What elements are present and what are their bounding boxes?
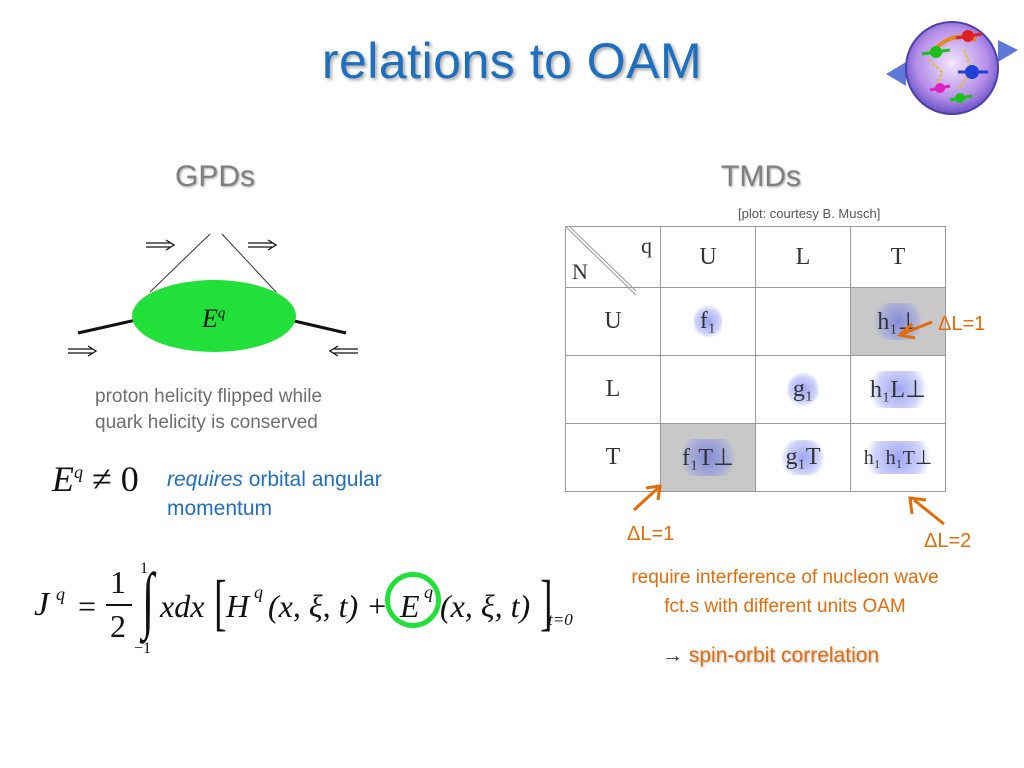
tmd-cell-empty: [755, 287, 851, 356]
highlight-circle: [385, 572, 441, 628]
tmd-h1-h1T-perp: h₁ h₁T⊥: [857, 441, 939, 474]
tmd-g1: g₁: [786, 372, 820, 407]
tmd-g1T: g₁T: [779, 440, 827, 475]
arrow-icon: →: [662, 644, 683, 667]
spin-orbit-line: → spin-orbit correlation: [662, 644, 879, 668]
table-row: T f₁T⊥ g₁T h₁ h₁T⊥: [565, 423, 946, 492]
tmd-cell: h₁ h₁T⊥: [850, 423, 946, 492]
delta-l-1-left: ΔL=1: [627, 523, 675, 545]
tmd-h1L-perp: h₁L⊥: [864, 371, 932, 408]
requires-text: requires orbital angular momentum: [167, 468, 382, 520]
spin-orbit-text: spin-orbit correlation: [688, 644, 880, 667]
orange-arrows: [632, 320, 945, 526]
row-label-U: U: [565, 287, 661, 356]
table-header-row: q N U L T: [565, 226, 946, 295]
tmd-f1: f₁: [693, 304, 723, 339]
col-header-T: T: [850, 226, 946, 288]
caption-line-1: proton helicity flipped while: [95, 386, 323, 407]
tmds-heading: TMDs: [721, 160, 801, 193]
gpd-caption: proton helicity flipped while quark heli…: [95, 384, 322, 436]
tmd-h1-perp: h₁⊥: [871, 303, 925, 340]
table-row: U f₁ h₁⊥: [565, 287, 946, 356]
tmd-f1T-perp: f₁T⊥: [676, 439, 740, 476]
col-header-L: L: [755, 226, 851, 288]
diagram-label: Eq: [202, 304, 226, 333]
integral-sign: ∫: [142, 559, 155, 641]
caption-line-2: quark helicity is conserved: [95, 412, 318, 433]
delta-l-2: ΔL=2: [924, 530, 972, 552]
tmd-cell: g₁: [755, 355, 851, 424]
corner-cell: q N: [565, 226, 661, 295]
gpds-heading: GPDs: [175, 160, 256, 193]
table-row: L g₁ h₁L⊥: [565, 355, 946, 424]
tmd-cell-empty: [660, 355, 756, 424]
interference-text: require interference of nucleon wave fct…: [631, 567, 939, 617]
row-label-L: L: [565, 355, 661, 424]
tmd-cell: g₁T: [755, 423, 851, 492]
tmd-cell: f₁T⊥: [660, 423, 756, 492]
nonzero-condition: Eq ≠ 0: [52, 459, 139, 499]
tmd-table: q N U L T U f₁ h₁⊥ L g₁ h₁L⊥ T f₁T⊥ g₁T …: [565, 226, 946, 492]
plot-credit: [plot: courtesy B. Musch]: [738, 206, 881, 221]
row-label-T: T: [565, 423, 661, 492]
tmd-cell: f₁: [660, 287, 756, 356]
delta-l-1-right: ΔL=1: [938, 313, 986, 335]
fraction-bar: [106, 604, 132, 606]
col-header-U: U: [660, 226, 756, 288]
nucleon-logo-icon: [886, 21, 1018, 115]
gpd-diagram: [68, 233, 358, 357]
ji-sum-rule: J q = 1 2 ∫ 1 −1 xdx [ H q (x, ξ, t) + E…: [34, 559, 573, 657]
slide-title: relations to OAM: [321, 33, 703, 89]
